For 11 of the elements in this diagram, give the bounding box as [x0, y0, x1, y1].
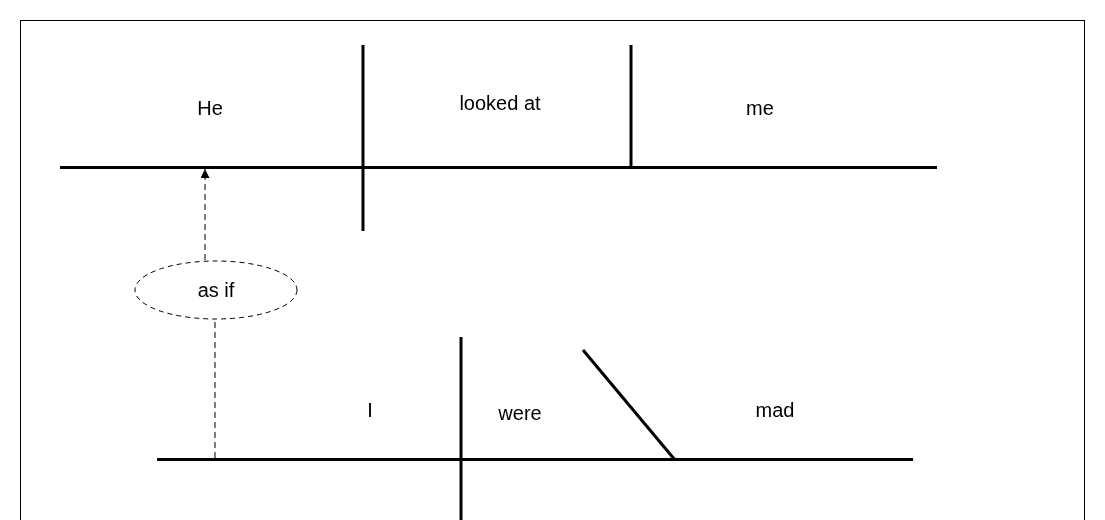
word-label: He: [197, 96, 223, 120]
word-label: me: [746, 96, 774, 120]
word-label: mad: [755, 398, 795, 422]
dashed-arrow: [200, 168, 210, 261]
baseline: [157, 458, 913, 461]
word-label: I: [367, 398, 373, 422]
word-label: looked at: [459, 91, 541, 115]
baseline: [60, 166, 937, 169]
word-label: were: [498, 401, 542, 425]
dashed-line: [214, 319, 216, 459]
connector-label: as if: [197, 278, 235, 302]
